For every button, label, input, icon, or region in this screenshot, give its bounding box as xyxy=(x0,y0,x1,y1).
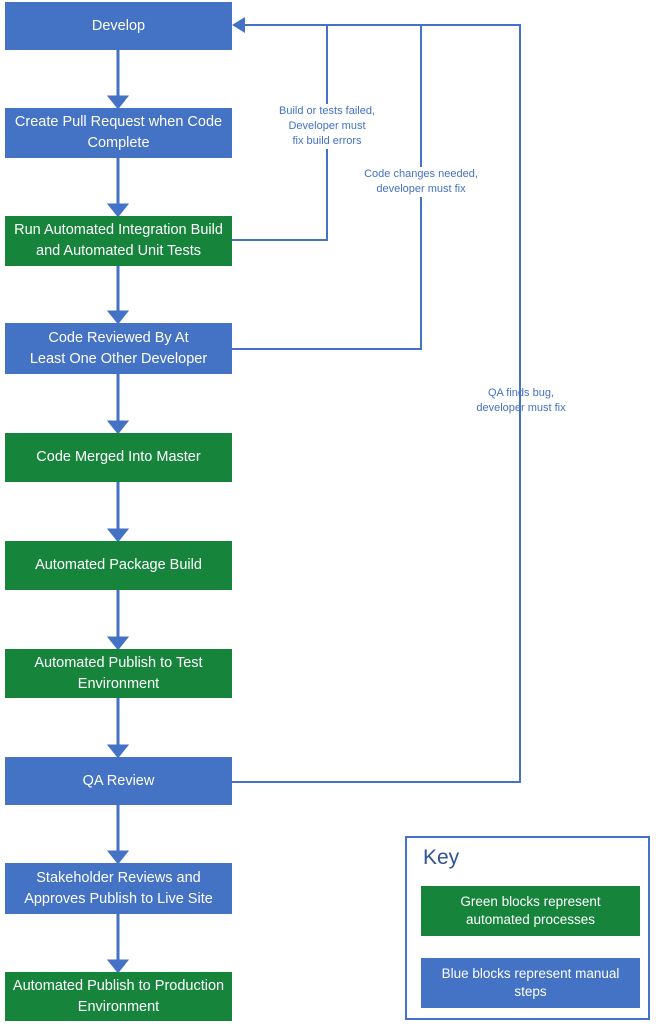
label-code-changes: Code changes needed, developer must fix xyxy=(346,167,496,197)
step-label: Develop xyxy=(91,17,146,34)
step-label: Code Merged Into Master xyxy=(36,449,201,465)
step-create-pull-request: Create Pull Request when Code Complete xyxy=(5,108,232,158)
arrow-down-icon xyxy=(106,95,130,110)
loop-code-changes xyxy=(232,25,422,350)
step-merge-master: Code Merged Into Master xyxy=(5,433,232,482)
step-label: Create Pull Request when Code Complete xyxy=(14,114,223,151)
arrow-left-icon xyxy=(232,17,245,33)
step-qa-review: QA Review xyxy=(5,757,232,805)
step-publish-test: Automated Publish to Test Environment xyxy=(5,649,232,698)
arrow-down-icon xyxy=(106,420,130,435)
step-package-build: Automated Package Build xyxy=(5,541,232,590)
step-label: QA Review xyxy=(82,772,155,789)
arrow-down-icon xyxy=(106,744,130,759)
arrow-down-icon xyxy=(106,528,130,543)
loop-qa-bug xyxy=(232,24,521,783)
step-label: Code Reviewed By At Least One Other Deve… xyxy=(29,329,208,367)
step-stakeholder-approval: Stakeholder Reviews and Approves Publish… xyxy=(5,863,232,914)
label-build-failed: Build or tests failed, Developer must fi… xyxy=(252,104,402,149)
arrow-down-icon xyxy=(106,850,130,865)
key-panel: Key Green blocks represent automated pro… xyxy=(405,836,650,1020)
step-label: Automated Publish to Production Environm… xyxy=(12,977,225,1015)
key-green-swatch: Green blocks represent automated process… xyxy=(421,886,640,936)
step-integration-build: Run Automated Integration Build and Auto… xyxy=(5,216,232,266)
step-publish-production: Automated Publish to Production Environm… xyxy=(5,972,232,1021)
step-label: Stakeholder Reviews and Approves Publish… xyxy=(24,869,213,907)
arrow-down-icon xyxy=(106,203,130,218)
flow-arrows xyxy=(106,50,130,974)
key-green-label: Green blocks represent automated process… xyxy=(460,894,601,927)
feedback-loops xyxy=(232,24,521,783)
arrow-down-icon xyxy=(106,636,130,651)
step-label: Automated Publish to Test Environment xyxy=(34,654,203,692)
step-code-review: Code Reviewed By At Least One Other Deve… xyxy=(5,323,232,374)
step-develop: Develop xyxy=(5,2,232,50)
arrow-down-icon xyxy=(106,310,130,325)
key-title: Key xyxy=(423,846,460,869)
key-blue-swatch: Blue blocks represent manual steps xyxy=(421,958,640,1008)
step-label: Automated Package Build xyxy=(35,557,202,573)
step-label: Run Automated Integration Build and Auto… xyxy=(14,222,223,259)
key-blue-label: Blue blocks represent manual steps xyxy=(441,966,620,999)
label-qa-bug: QA finds bug, developer must fix xyxy=(476,387,566,414)
loop-build-failed xyxy=(232,25,328,241)
arrow-down-icon xyxy=(106,959,130,974)
